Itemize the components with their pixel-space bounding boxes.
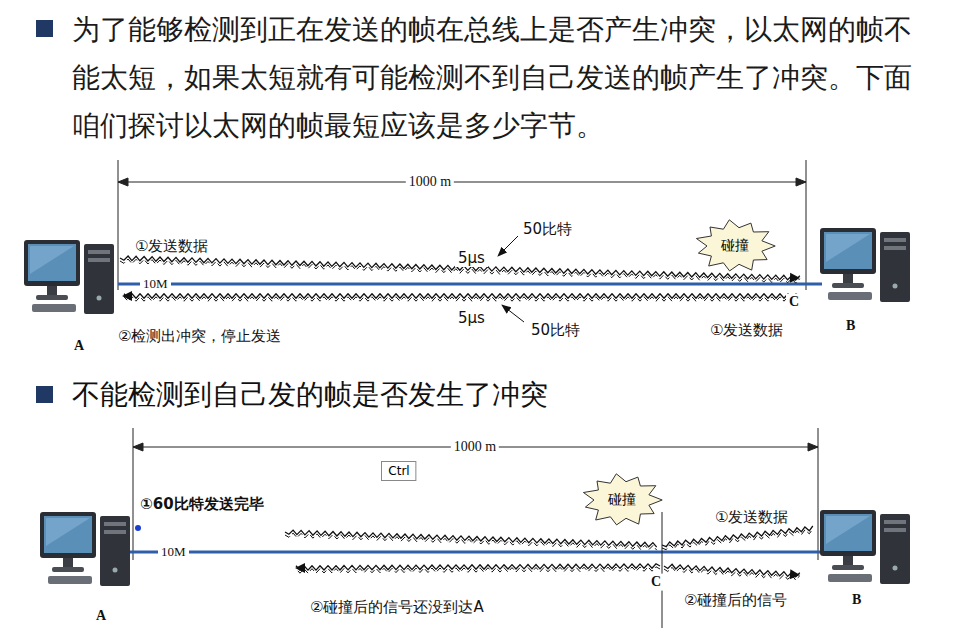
signal-wave [662, 529, 813, 550]
computer-icon [820, 228, 910, 302]
signal-wave [285, 533, 657, 550]
node-text: 碰撞 [608, 491, 636, 509]
annotation: 5μs [455, 249, 488, 267]
computer-icon [40, 512, 130, 586]
annotation: A [96, 608, 106, 625]
leader-line [498, 236, 518, 256]
signal-wave [296, 567, 660, 573]
arrowhead [295, 563, 305, 573]
collision-burst: 碰撞 [693, 218, 777, 274]
node-text: Ctrl [388, 464, 409, 478]
annotation: ②碰撞后的信号还没到达A [310, 598, 484, 616]
annotation: ①发送数据 [135, 237, 208, 255]
bus-cable [130, 551, 822, 554]
bullet-text: 不能检测到自己发的帧是否发生了冲突 [72, 378, 548, 412]
annotation: 50比特 [520, 220, 575, 238]
arrowhead [790, 273, 800, 283]
annotation: 1000 m [451, 439, 499, 456]
annotation: ②检测出冲突，停止发送 [118, 327, 281, 345]
signal-wave [664, 567, 800, 580]
annotation: 10M [158, 544, 189, 560]
annotation: ②碰撞后的信号 [684, 591, 787, 609]
annotation: 50比特 [528, 321, 583, 339]
bullet [36, 386, 53, 403]
collision-burst: 碰撞 [580, 472, 664, 528]
annotation: ①发送数据 [712, 508, 791, 526]
signal-wave [124, 297, 800, 301]
signal-wave [124, 294, 800, 298]
annotation: C [648, 574, 664, 591]
node-text: 碰撞 [721, 237, 749, 255]
dimension-line [133, 428, 818, 560]
annotation: A [74, 338, 84, 355]
computer-icon [24, 240, 114, 314]
arrowhead [122, 291, 132, 301]
divider-line [662, 512, 663, 628]
bullet-text: 为了能够检测到正在发送的帧在总线上是否产生冲突，以太网的帧不能太短，如果太短就有… [72, 6, 912, 150]
annotation: ①60比特发送完毕 [140, 495, 264, 513]
dimension-line [118, 160, 806, 290]
bullet [36, 20, 53, 37]
computer-icon [820, 510, 910, 584]
signal-wave [662, 526, 813, 547]
annotation: B [846, 318, 855, 335]
annotation: 5μs [455, 309, 488, 327]
bus-cable [118, 283, 822, 286]
annotation: 10M [140, 276, 171, 292]
dot [135, 525, 141, 531]
signal-wave [285, 530, 657, 547]
arrowhead [790, 569, 800, 579]
signal-waves [120, 256, 813, 580]
annotation: C [786, 294, 802, 311]
annotation: 1000 m [406, 174, 454, 191]
tooltip-box: Ctrl [381, 461, 416, 481]
signal-wave [296, 564, 660, 570]
annotation: ①发送数据 [710, 321, 783, 339]
annotation: B [852, 592, 861, 609]
leader-line [502, 305, 524, 322]
